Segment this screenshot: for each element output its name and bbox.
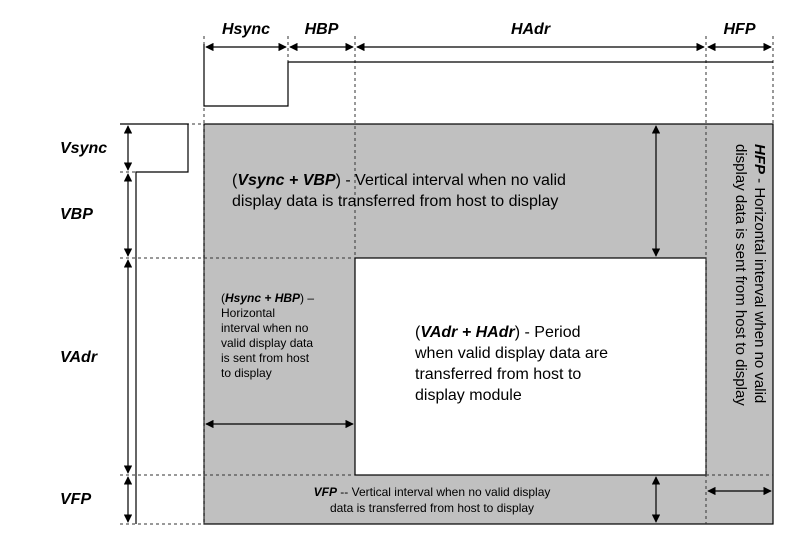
row-vfp: VFP xyxy=(60,491,92,508)
hsync-pulse xyxy=(203,44,773,107)
term-vfp: VFP xyxy=(313,485,337,499)
header-hsync: Hsync xyxy=(221,21,271,38)
note-hsync-hbp: (Hsync + HBP) – Horizontal interval when… xyxy=(221,291,315,380)
term-hsync-hbp: Hsync + HBP xyxy=(225,291,301,305)
header-hadr: HAdr xyxy=(510,21,551,38)
term-vadr-hadr: VAdr + HAdr xyxy=(420,324,515,341)
header-hfp: HFP xyxy=(723,21,756,38)
note-vsync-vbp: (Vsync + VBP) - Vertical interval when n… xyxy=(232,172,566,210)
term-hfp: HFP xyxy=(751,144,768,174)
vsync-pulse xyxy=(120,123,189,524)
vertical-guides xyxy=(203,36,774,524)
note-vadr-hadr: (VAdr + HAdr) - Period when valid displa… xyxy=(415,324,609,404)
note-vfp: VFP -- Vertical interval when no valid d… xyxy=(313,485,551,515)
row-vsync: Vsync xyxy=(60,140,108,157)
row-vbp: VBP xyxy=(60,206,93,223)
header-hbp: HBP xyxy=(304,21,339,38)
term-vsync-vbp: Vsync + VBP xyxy=(237,172,336,189)
row-vadr: VAdr xyxy=(60,349,98,366)
note-hfp: HFP - Horizontal interval when no valid … xyxy=(732,144,768,406)
active-area xyxy=(354,257,707,476)
